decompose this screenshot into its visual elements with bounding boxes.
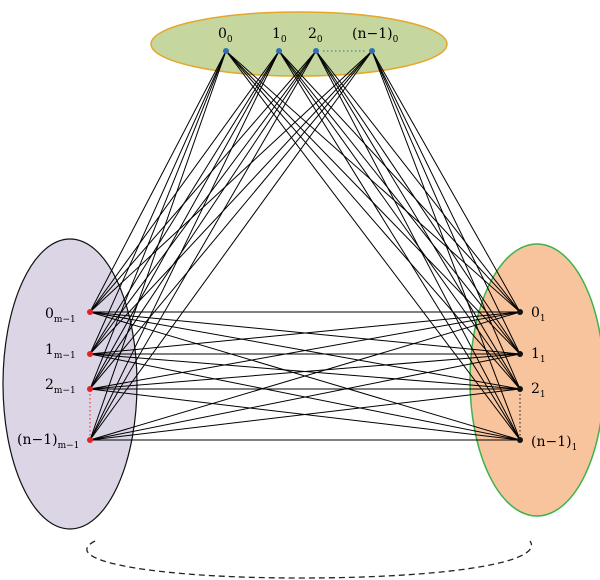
node-layer bbox=[87, 48, 523, 443]
vertex-part-m-1-2 bbox=[87, 386, 93, 392]
edge-0-1-1-0 bbox=[278, 50, 521, 313]
vertex-part-0-2 bbox=[313, 48, 319, 54]
node-label-0-m-1: 0m−1 bbox=[45, 306, 76, 325]
vertex-part-0-3 bbox=[369, 48, 375, 54]
edge-1-2-2-1 bbox=[89, 353, 521, 390]
edge-0-0-1-0 bbox=[225, 50, 521, 313]
edge-0-1-2-3 bbox=[89, 50, 280, 441]
node-label-2-1: 21 bbox=[531, 381, 546, 400]
vertex-part-1-2 bbox=[517, 386, 523, 392]
edge-0-0-1-2 bbox=[225, 50, 521, 390]
edge-1-3-2-2 bbox=[89, 388, 521, 441]
edge-0-2-2-2 bbox=[89, 50, 317, 390]
edge-0-3-2-0 bbox=[89, 50, 373, 313]
edge-1-1-2-0 bbox=[89, 311, 521, 355]
edge-0-2-1-1 bbox=[315, 50, 521, 355]
edge-1-3-2-0 bbox=[89, 311, 521, 441]
edge-0-2-2-1 bbox=[89, 50, 317, 355]
edge-0-0-2-0 bbox=[89, 50, 227, 313]
node-label-0-1: 01 bbox=[531, 305, 546, 324]
edge-0-0-2-1 bbox=[89, 50, 227, 355]
edge-0-3-2-1 bbox=[89, 50, 373, 355]
edge-0-1-2-2 bbox=[89, 50, 280, 390]
continuation-arc bbox=[86, 540, 533, 579]
edge-layer bbox=[89, 50, 521, 441]
edge-0-0-1-3 bbox=[225, 50, 521, 441]
partition-ellipse-top bbox=[150, 11, 448, 77]
edge-0-2-2-3 bbox=[89, 50, 317, 441]
edge-0-3-1-3 bbox=[371, 50, 521, 441]
vertex-part-m-1-0 bbox=[87, 309, 93, 315]
vertex-part-0-0 bbox=[223, 48, 229, 54]
node-label-1-m-1: 1m−1 bbox=[45, 342, 76, 361]
node-label-2-m-1: 2m−1 bbox=[45, 377, 76, 396]
edge-0-1-1-3 bbox=[278, 50, 521, 441]
edge-0-2-1-0 bbox=[315, 50, 521, 313]
node-label-n-1-m-1: (n−1)m−1 bbox=[17, 432, 79, 451]
vertex-part-1-1 bbox=[517, 351, 523, 357]
vertex-part-1-0 bbox=[517, 309, 523, 315]
node-label-1-1: 11 bbox=[531, 346, 546, 365]
edge-0-1-2-0 bbox=[89, 50, 280, 313]
node-label-n-1-0: (n−1)0 bbox=[352, 26, 399, 45]
edge-1-3-2-1 bbox=[89, 353, 521, 441]
edge-0-1-1-2 bbox=[278, 50, 521, 390]
edge-0-3-1-2 bbox=[371, 50, 521, 390]
edge-0-3-1-0 bbox=[371, 50, 521, 313]
edge-0-2-1-2 bbox=[315, 50, 521, 390]
edge-0-3-2-3 bbox=[89, 50, 373, 441]
vertex-part-1-3 bbox=[517, 437, 523, 443]
edge-0-1-1-1 bbox=[278, 50, 521, 355]
edge-0-0-2-2 bbox=[89, 50, 227, 390]
vertex-part-m-1-1 bbox=[87, 351, 93, 357]
node-label-2-0: 20 bbox=[308, 26, 323, 45]
edge-0-2-2-0 bbox=[89, 50, 317, 313]
edge-0-3-2-2 bbox=[89, 50, 373, 390]
edge-0-3-1-1 bbox=[371, 50, 521, 355]
edge-0-2-1-3 bbox=[315, 50, 521, 441]
vertex-part-0-1 bbox=[276, 48, 282, 54]
node-label-n-1-1: (n−1)1 bbox=[531, 434, 577, 453]
node-label-0-0: 00 bbox=[218, 26, 233, 45]
vertex-part-m-1-3 bbox=[87, 437, 93, 443]
edge-1-2-2-0 bbox=[89, 311, 521, 390]
node-label-1-0: 10 bbox=[272, 26, 287, 45]
